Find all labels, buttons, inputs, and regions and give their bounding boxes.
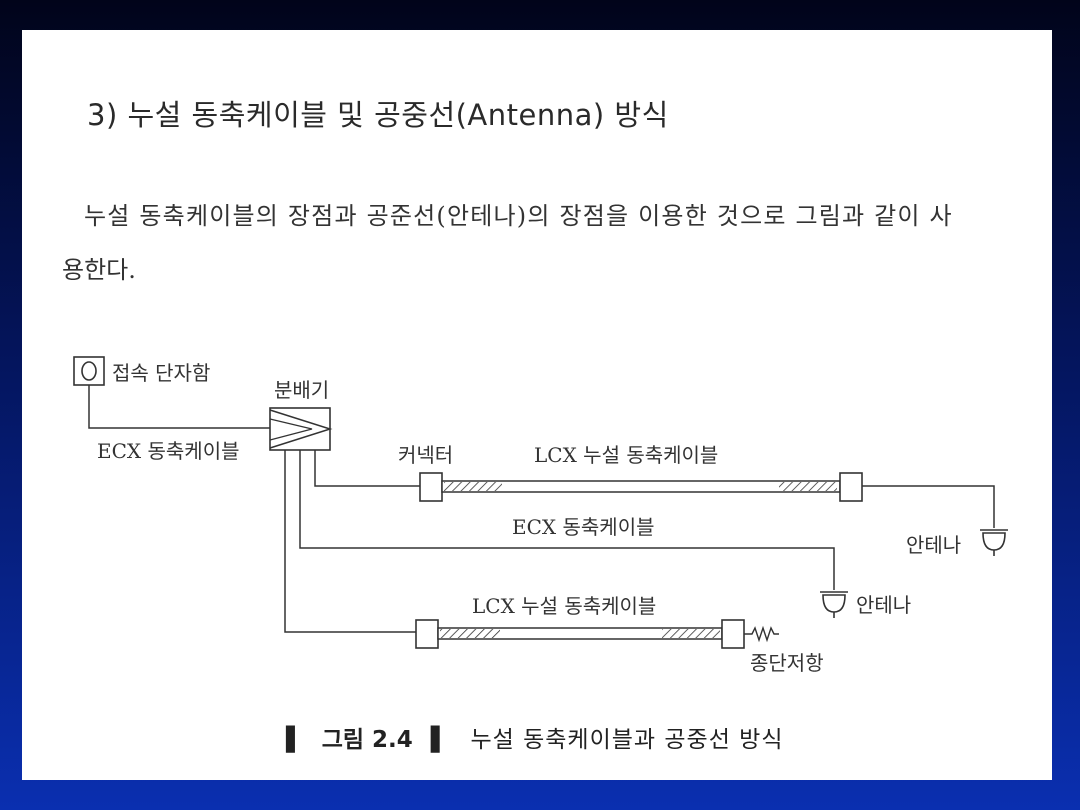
connector-bottom-left bbox=[415, 619, 439, 649]
connector-label: 커넥터 bbox=[398, 443, 453, 467]
lcx-bottom-hatch-right bbox=[662, 629, 720, 638]
ecx-cable-input-line bbox=[88, 385, 270, 429]
lcx-cable-top-label: LCX 누설 동축케이블 bbox=[534, 443, 718, 467]
terminator-resistor-icon bbox=[744, 625, 779, 643]
caption-bar-left: ▌ bbox=[286, 727, 304, 753]
caption-bar-right: ▌ bbox=[430, 727, 449, 753]
body-text-line-1: 누설 동축케이블의 장점과 공준선(안테나)의 장점을 이용한 것으로 그림과 … bbox=[84, 202, 953, 230]
ecx-middle-feed-line bbox=[299, 450, 835, 590]
figure-caption: ▌ 그림 2.4 ▌ 누설 동축케이블과 공중선 방식 bbox=[286, 720, 784, 754]
slide: 3) 누설 동축케이블 및 공중선(Antenna) 방식 누설 동축케이블의 … bbox=[22, 30, 1052, 780]
lcx-top-hatch-right bbox=[779, 482, 837, 491]
section-heading: 3) 누설 동축케이블 및 공중선(Antenna) 방식 bbox=[87, 98, 669, 132]
terminator-label: 종단저항 bbox=[750, 651, 824, 675]
splitter-icon bbox=[269, 407, 333, 451]
splitter-label: 분배기 bbox=[274, 378, 329, 402]
lcx-top-feed-line bbox=[314, 450, 420, 487]
lcx-antenna-diagram: 접속 단자함 ECX 동축케이블 분배기 커넥터 LCX 누설 동축케이블 bbox=[73, 356, 1008, 675]
antenna-right-icon bbox=[980, 529, 1008, 556]
caption-text: 누설 동축케이블과 공중선 방식 bbox=[470, 727, 784, 753]
ecx-cable-left-label: ECX 동축케이블 bbox=[97, 439, 240, 463]
lcx-cable-bottom-label: LCX 누설 동축케이블 bbox=[472, 594, 656, 618]
lcx-bottom-feed-line bbox=[284, 450, 416, 633]
antenna-middle-label: 안테나 bbox=[856, 593, 911, 617]
figure-number: 그림 2.4 bbox=[321, 727, 413, 753]
connector-top-right bbox=[839, 472, 863, 502]
connector-top-left bbox=[419, 472, 443, 502]
ecx-cable-middle-label: ECX 동축케이블 bbox=[512, 515, 655, 539]
connector-bottom-right bbox=[721, 619, 745, 649]
junction-box-label: 접속 단자함 bbox=[112, 361, 210, 385]
antenna-right-feed-line bbox=[862, 485, 995, 528]
lcx-top-hatch-left bbox=[444, 482, 502, 491]
body-text-line-2: 용한다. bbox=[62, 256, 136, 284]
antenna-right-label: 안테나 bbox=[906, 533, 961, 557]
junction-box-icon bbox=[73, 356, 105, 386]
lcx-bottom-hatch-left bbox=[440, 629, 500, 638]
antenna-middle-icon bbox=[820, 591, 848, 618]
